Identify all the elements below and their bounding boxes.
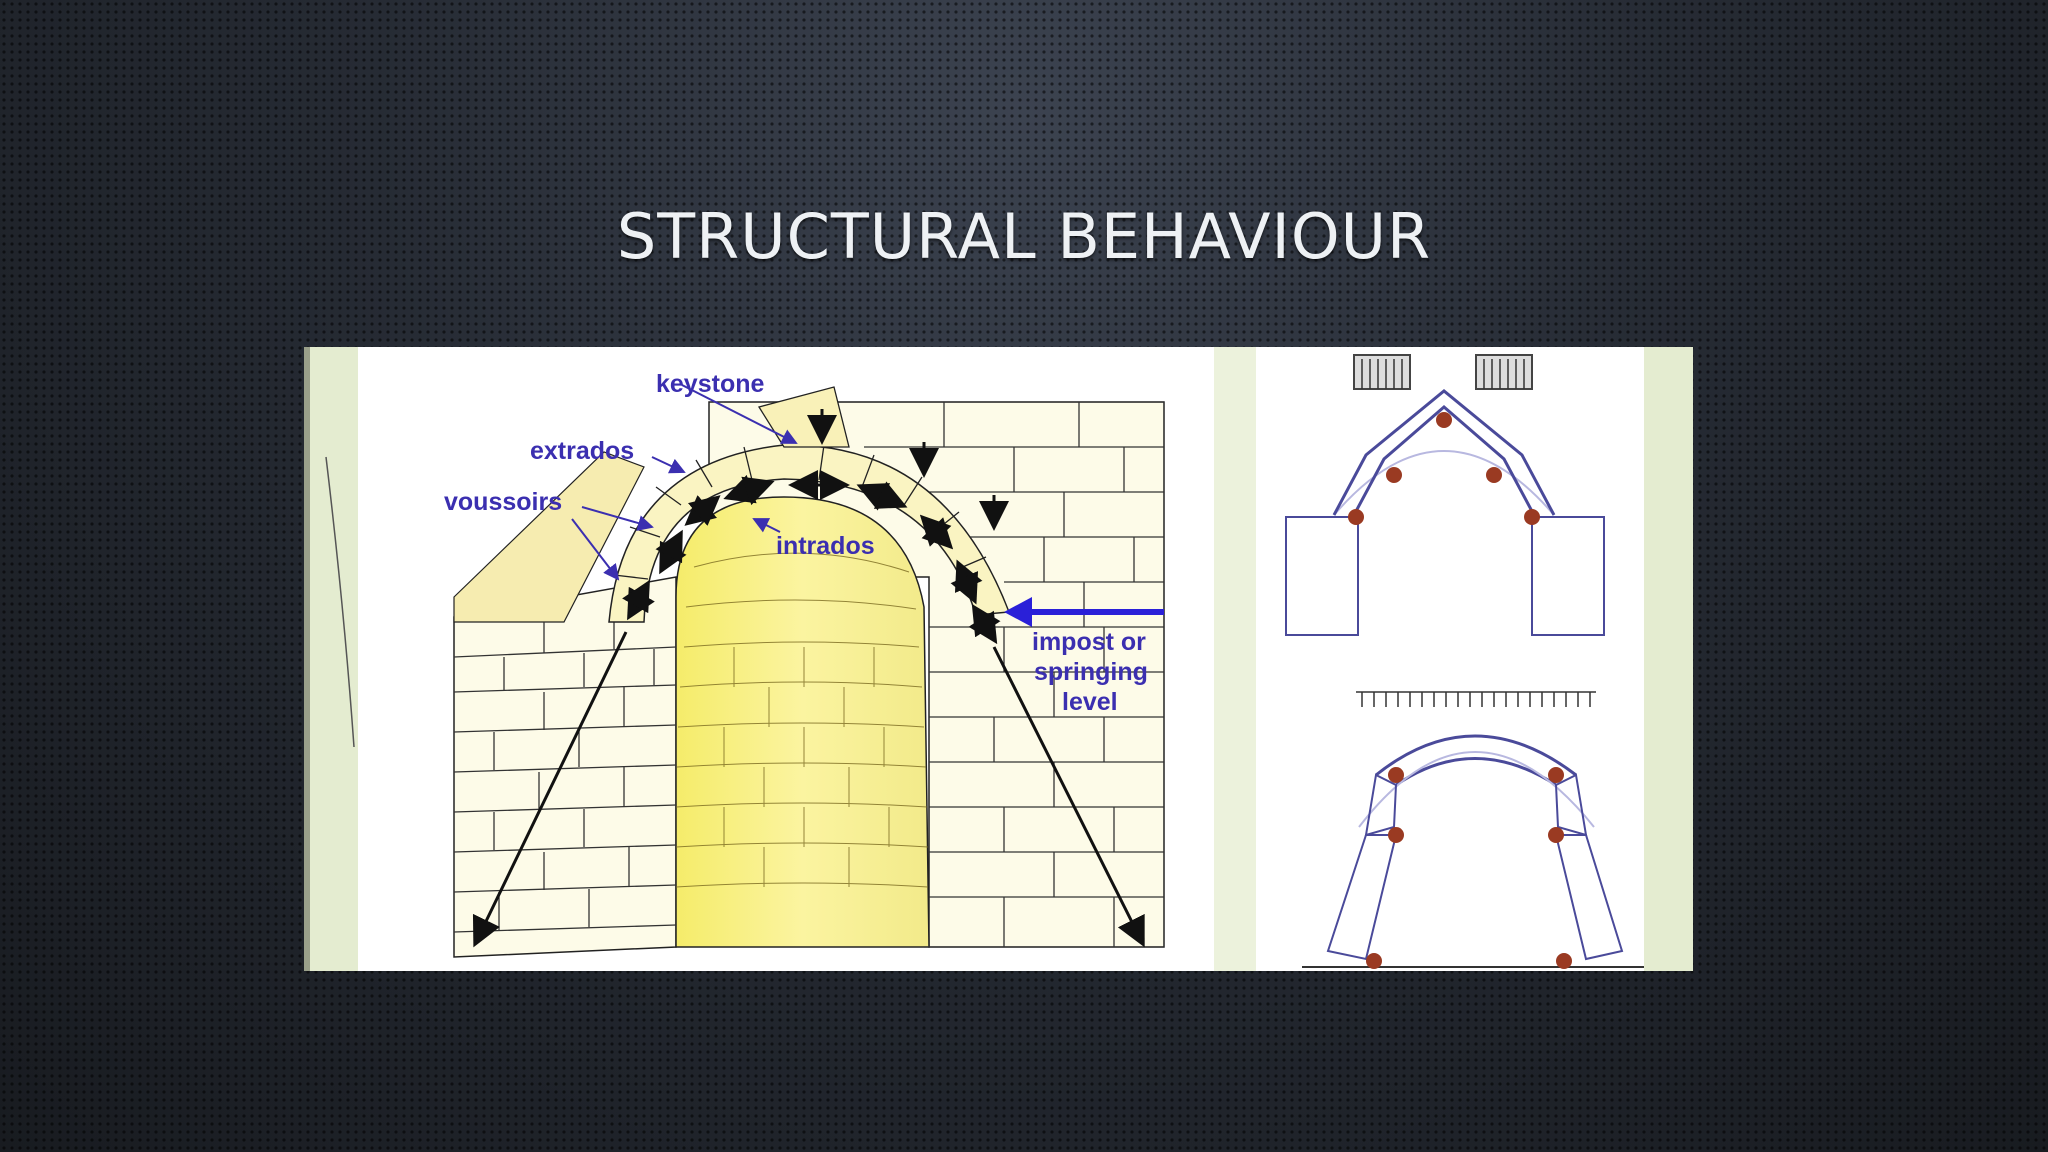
label-intrados: intrados [776,532,875,560]
slide-title: STRUCTURAL BEHAVIOUR [616,200,1432,273]
hinges-top [1348,412,1540,525]
hinge-mechanism-diagram [1285,354,1644,969]
arch-illustration [453,384,1165,958]
label-impost-line1: impost or [1032,628,1146,656]
label-extrados: extrados [530,437,634,465]
label-impost-line3: level [1062,688,1118,716]
left-margin-strip [304,347,358,971]
panel-divider [1214,347,1256,971]
label-keystone: keystone [656,370,764,398]
figure-svg: keystone extrados voussoirs intrados imp… [304,347,1693,971]
load-marks-top [1353,354,1533,390]
load-marks-bottom [1356,691,1596,707]
hinges-bottom [1366,767,1572,969]
structural-figure: keystone extrados voussoirs intrados imp… [304,347,1693,971]
label-impost-line2: springing [1034,658,1148,686]
label-voussoirs: voussoirs [444,488,562,516]
